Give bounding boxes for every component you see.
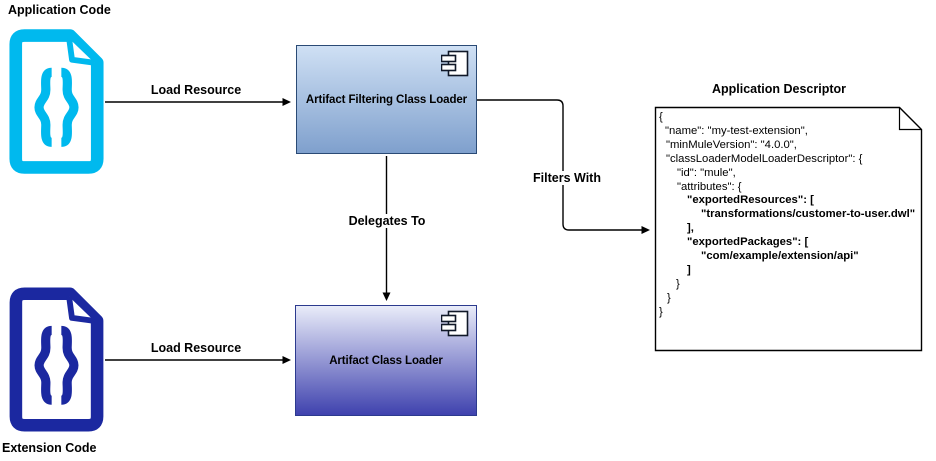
node-artifact-filtering-class-loader: Artifact Filtering Class Loader: [296, 45, 477, 154]
extension-code-heading: Extension Code: [2, 441, 97, 455]
descriptor-code-line: "classLoaderModelLoaderDescriptor": {: [666, 152, 863, 165]
descriptor-code-line: }: [659, 305, 663, 318]
descriptor-code-line: "minMuleVersion": "4.0.0",: [666, 138, 797, 151]
descriptor-code-line: }: [667, 291, 671, 304]
edge-label-load-resource-app: Load Resource: [147, 83, 245, 97]
descriptor-code-line: "attributes": {: [677, 180, 742, 193]
descriptor-code-line: ],: [687, 222, 694, 235]
right-brace-glyph: [60, 325, 79, 405]
descriptor-code-line: {: [659, 111, 663, 123]
uml-component-icon: [441, 310, 469, 337]
node-artifact-class-loader: Artifact Class Loader: [295, 305, 477, 416]
descriptor-code: {"name": "my-test-extension","minMuleVer…: [659, 111, 919, 320]
application-code-file-icon: [9, 29, 104, 174]
node-label: Artifact Class Loader: [329, 354, 443, 367]
descriptor-code-line: "exportedPackages": [: [687, 236, 809, 249]
descriptor-code-line: ]: [687, 263, 691, 276]
edge-label-filters-with: Filters With: [530, 171, 604, 185]
descriptor-code-line: "name": "my-test-extension",: [665, 124, 808, 137]
application-code-heading: Application Code: [8, 3, 111, 17]
edge-label-delegates-to: Delegates To: [345, 214, 429, 228]
uml-component-icon: [441, 50, 469, 77]
descriptor-code-line: }: [676, 277, 680, 290]
edge-filters-with: [477, 99, 650, 234]
edge-label-load-resource-ext: Load Resource: [147, 341, 245, 355]
descriptor-code-line: "id": "mule",: [677, 166, 736, 179]
descriptor-code-line: "com/example/extension/api": [701, 250, 859, 263]
descriptor-code-line: "transformations/customer-to-user.dwl": [701, 208, 916, 221]
left-brace-glyph: [34, 325, 53, 405]
application-descriptor-title: Application Descriptor: [711, 82, 847, 96]
right-brace-glyph: [60, 67, 79, 147]
node-label: Artifact Filtering Class Loader: [305, 93, 468, 106]
descriptor-code-line: "exportedResources": [: [687, 194, 814, 207]
left-brace-glyph: [34, 67, 53, 147]
extension-code-file-icon: [9, 287, 104, 432]
